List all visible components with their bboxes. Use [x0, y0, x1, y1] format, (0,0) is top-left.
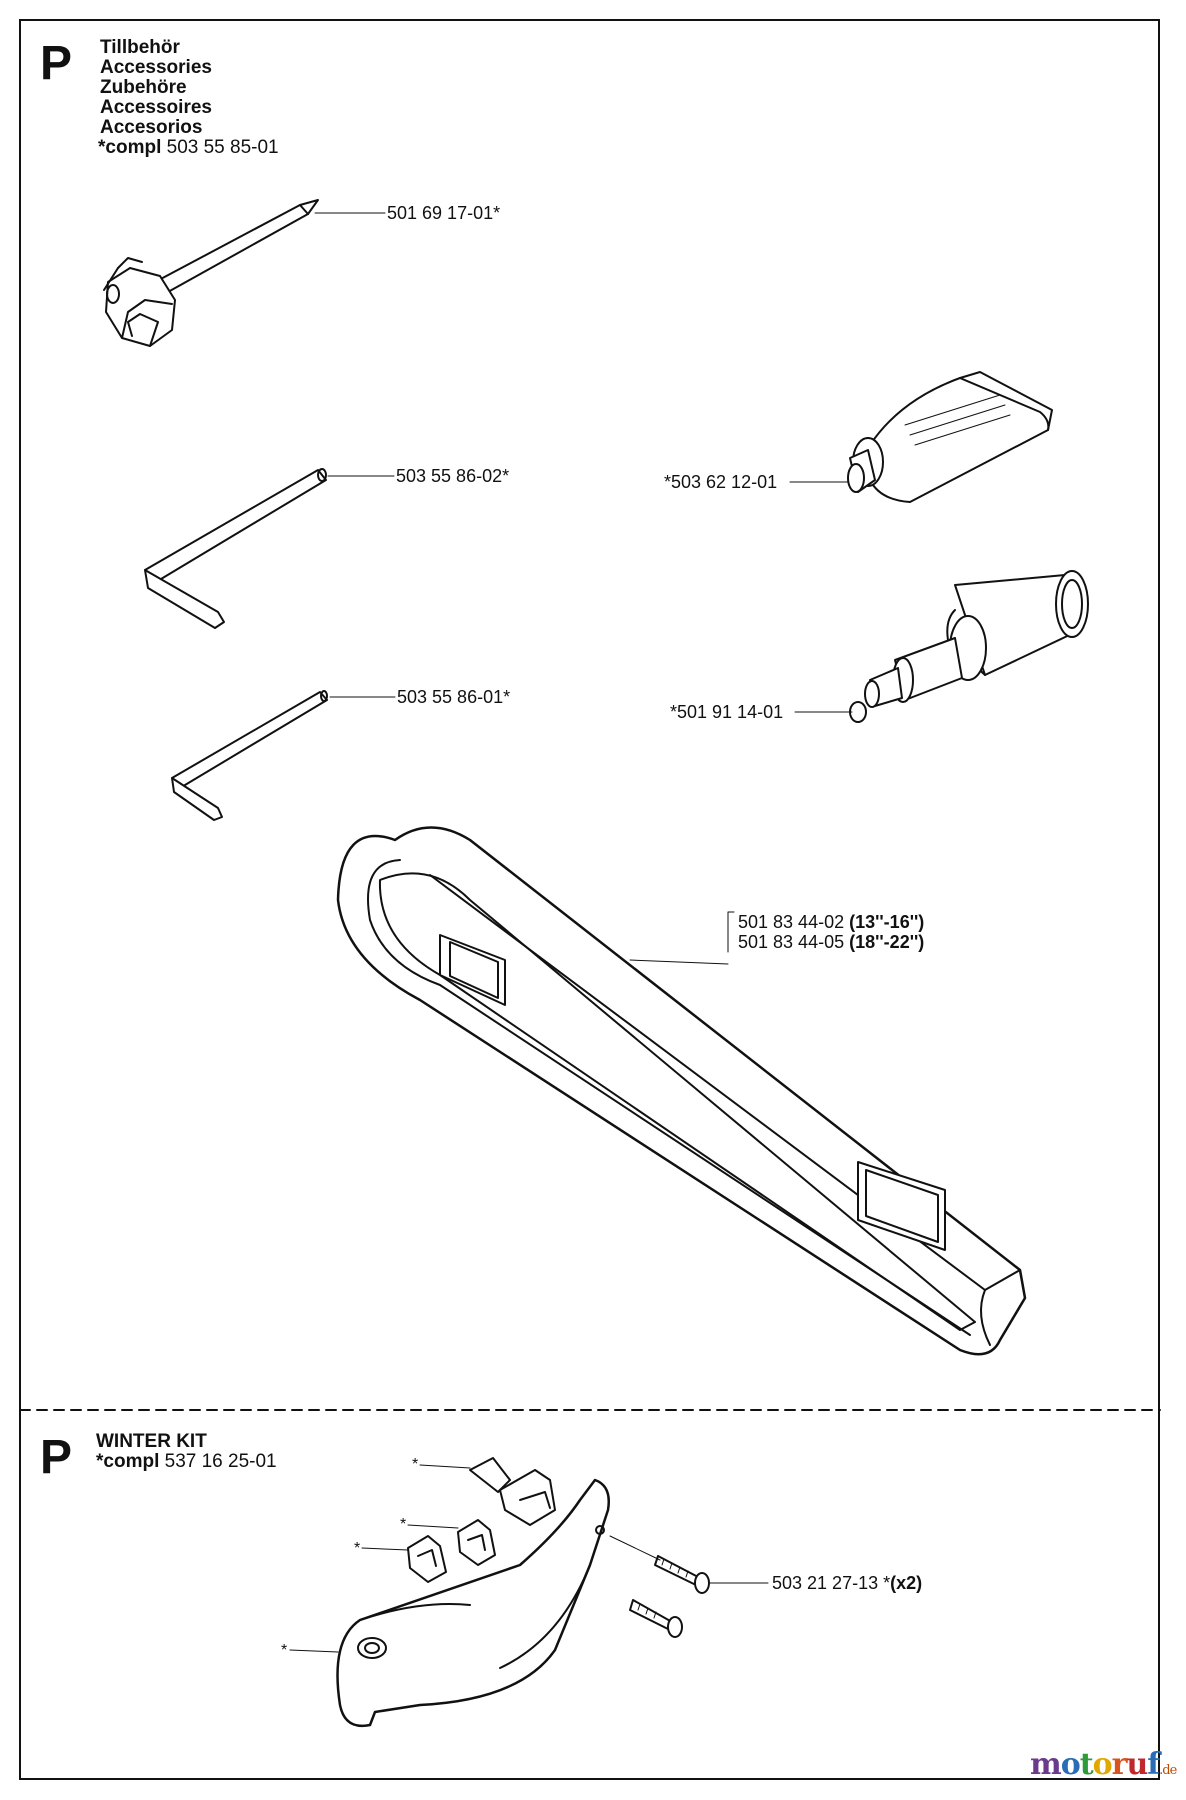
part-label-bar-guard-2: 501 83 44-05 (18''-22'') [738, 932, 924, 952]
logo-letter: r [1111, 1747, 1128, 1782]
bar-guard-2-number: 501 83 44-05 [738, 932, 845, 952]
section-letter-winter-kit: P [40, 1431, 73, 1484]
grease-tube-drawing [847, 371, 1053, 503]
part-label-bar-guard-1: 501 83 44-02 (13''-16'') [738, 912, 924, 932]
screw-qty: (x2) [890, 1573, 923, 1593]
part-label-hex-key-small: 503 55 86-01* [397, 687, 511, 707]
bar-guard-1-number: 501 83 44-02 [738, 912, 845, 932]
logo-letter: u [1126, 1747, 1148, 1782]
leader-star-2 [407, 1524, 459, 1529]
star-marker-1: * [412, 1456, 419, 1473]
page-frame [19, 19, 1160, 1780]
screw-number: 503 21 27-13 * [772, 1573, 891, 1593]
winter-kit-blocks-drawing [407, 1457, 556, 1583]
winter-kit-compl-label: *compl [96, 1451, 160, 1472]
section-letter-accessories: P [40, 37, 73, 90]
compl-line: *compl 503 55 85-01 [98, 138, 279, 158]
leader-star-4 [289, 1649, 339, 1653]
bar-guard-1-size: (13''-16'') [849, 912, 925, 932]
part-label-grease-gun: *501 91 14-01 [670, 702, 784, 722]
combination-wrench-drawing [103, 199, 319, 347]
winter-kit-compl-line: *compl 537 16 25-01 [96, 1452, 277, 1472]
winter-kit-cover-drawing [336, 1478, 610, 1728]
logo-letter: o [1060, 1747, 1081, 1782]
title-french: Accessoires [100, 97, 212, 118]
bar-guard-drawing [336, 826, 1027, 1356]
title-spanish: Accesorios [100, 117, 203, 138]
title-german: Zubehöre [100, 77, 187, 98]
winter-kit-compl-number: 537 16 25-01 [164, 1451, 277, 1472]
hex-key-small-drawing [171, 690, 328, 821]
accessories-header: Tillbehör Accessories Zubehöre Accessoir… [98, 37, 279, 158]
part-label-wrench: 501 69 17-01* [387, 203, 501, 223]
logo-letter: t [1079, 1747, 1094, 1782]
bar-guard-2-size: (18''-22'') [849, 932, 925, 952]
logo-suffix: .de [1159, 1763, 1177, 1778]
leader-star-3 [361, 1547, 409, 1551]
leader-bar-guard [629, 959, 729, 965]
leader-star-1 [419, 1464, 471, 1469]
star-marker-2: * [400, 1516, 407, 1533]
hex-key-large-drawing [144, 468, 327, 629]
logo-letter: m [1030, 1747, 1062, 1782]
winter-kit-title: WINTER KIT [96, 1431, 207, 1452]
part-label-grease-tube: *503 62 12-01 [664, 472, 778, 492]
part-label-screw: 503 21 27-13 *(x2) [772, 1573, 922, 1593]
screws-drawing [629, 1555, 710, 1638]
logo-letter: f [1147, 1747, 1160, 1782]
title-swedish: Tillbehör [100, 37, 180, 58]
star-marker-3: * [354, 1540, 361, 1557]
title-english: Accessories [100, 57, 212, 78]
part-label-hex-key-large: 503 55 86-02* [396, 466, 510, 486]
compl-number: 503 55 85-01 [166, 137, 279, 158]
winter-kit-header: WINTER KIT *compl 537 16 25-01 [96, 1432, 277, 1472]
grease-gun-drawing [849, 570, 1089, 723]
star-marker-4: * [281, 1642, 288, 1659]
compl-label: *compl [98, 137, 162, 158]
leader-screw [609, 1535, 661, 1561]
motoruf-logo: motoruf.de [1030, 1747, 1177, 1782]
logo-letter: o [1092, 1747, 1113, 1782]
